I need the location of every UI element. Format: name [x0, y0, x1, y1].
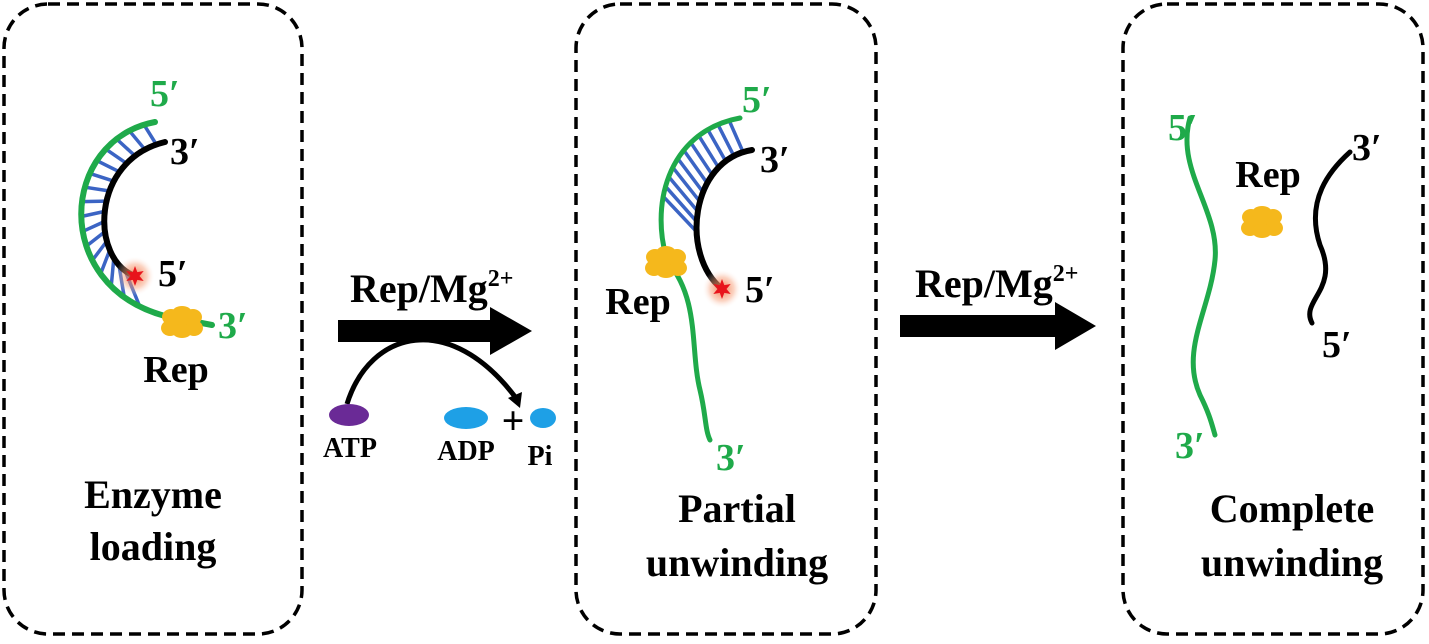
rep-blob-lobe — [172, 306, 192, 320]
arrow-label: Rep/Mg2+ — [915, 261, 1078, 306]
green-strand — [658, 115, 743, 443]
end-label-black-5: 5′ — [1322, 324, 1352, 366]
end-label-black-3: 3′ — [1352, 127, 1382, 169]
rep-enzyme-blob-icon — [1241, 206, 1283, 238]
rep-blob-lobe — [172, 324, 192, 338]
basepair-rung — [716, 123, 736, 157]
panel-border — [1121, 2, 1425, 636]
pi-molecule — [530, 408, 556, 428]
panel-partial-unwinding: 5′ 3′ 5′ 3′ Rep Partial unwinding — [574, 2, 878, 636]
rep-enzyme-blob-icon — [161, 306, 203, 338]
basepair-rung — [142, 123, 158, 146]
basepair-rung — [676, 157, 705, 194]
basepair-rung — [96, 159, 121, 174]
panel-enzyme-loading: 5′ 3′ 5′ 3′ Rep Enzyme loading — [2, 2, 304, 636]
rep-enzyme-blob-icon — [645, 246, 687, 278]
enzyme-label: Rep — [1235, 154, 1300, 196]
red-star-icon — [713, 279, 731, 299]
panel-border — [574, 2, 878, 636]
stage-label-line2: unwinding — [646, 540, 828, 585]
green-strand — [78, 119, 215, 328]
atp-hydrolysis-curve — [344, 337, 518, 405]
end-label-green-3: 3′ — [1175, 425, 1205, 467]
black-arrow-icon — [900, 302, 1096, 350]
pi-label: Pi — [528, 441, 553, 472]
stage-label-line1: Enzyme — [84, 472, 222, 517]
atp-label: ATP — [323, 433, 377, 464]
enzyme-label: Rep — [143, 349, 208, 391]
basepair-rung — [89, 171, 115, 183]
basepair-rung — [84, 185, 110, 193]
basepair-rung — [667, 175, 700, 213]
end-label-green-5: 5′ — [1168, 107, 1198, 149]
basepair-rung — [115, 137, 137, 158]
stage-label-line2: loading — [90, 524, 217, 569]
basepair-rung — [697, 134, 721, 169]
end-label-green-5: 5′ — [150, 73, 180, 115]
basepair-rung — [671, 166, 702, 203]
basepair-rung — [727, 119, 745, 153]
adp-molecule — [444, 407, 488, 429]
stage-label-line2: unwinding — [1201, 540, 1383, 585]
rep-blob-lobe — [656, 246, 676, 260]
basepair-rung — [689, 141, 714, 176]
basepair-rung — [90, 240, 109, 262]
atp-molecule — [329, 404, 369, 426]
basepair-rung — [128, 129, 147, 151]
basepair-rung — [81, 220, 106, 234]
end-label-black-3: 3′ — [170, 131, 200, 173]
stage-label-line1: Partial — [678, 486, 796, 531]
black-strand — [693, 147, 755, 292]
reaction-arrow-1: Rep/Mg2+ ATP ADP + Pi — [323, 266, 556, 472]
black-arrow-icon — [338, 307, 532, 355]
rep-blob-lobe — [1252, 206, 1272, 220]
basepair-rungs — [661, 119, 745, 234]
red-star-icon — [126, 266, 144, 286]
end-label-black-3: 3′ — [760, 139, 790, 181]
rep-blob-lobe — [656, 264, 676, 278]
basepair-rung — [664, 185, 699, 223]
basepair-rung — [85, 230, 107, 248]
basepair-rung — [682, 149, 709, 185]
curve-arrowhead — [508, 392, 522, 408]
end-label-green-5: 5′ — [742, 79, 772, 121]
rep-blob-lobe — [1252, 224, 1272, 238]
basepair-rung — [104, 147, 128, 165]
reaction-arrow-2: Rep/Mg2+ — [900, 261, 1096, 350]
black-strand-free — [1307, 149, 1353, 326]
basepair-rung — [706, 128, 728, 162]
adp-label: ADP — [437, 436, 495, 467]
enzyme-label: Rep — [605, 281, 670, 323]
basepair-rung — [80, 209, 106, 219]
arrow-label: Rep/Mg2+ — [350, 266, 513, 311]
panel-complete-unwinding: 5′ 3′ 5′ 3′ Rep Complete unwinding — [1121, 2, 1425, 636]
end-label-black-5: 5′ — [745, 269, 775, 311]
green-strand-free — [1184, 115, 1218, 438]
end-label-green-3: 3′ — [218, 305, 248, 347]
basepair-rung — [81, 199, 107, 204]
end-label-green-3: 3′ — [716, 437, 746, 479]
basepair-rung — [98, 249, 112, 275]
panel-border — [2, 2, 304, 636]
basepair-rung — [661, 195, 698, 234]
stage-label-line1: Complete — [1210, 486, 1374, 531]
end-label-black-5: 5′ — [158, 253, 188, 295]
plus-sign: + — [502, 398, 525, 443]
black-strand — [101, 139, 168, 279]
